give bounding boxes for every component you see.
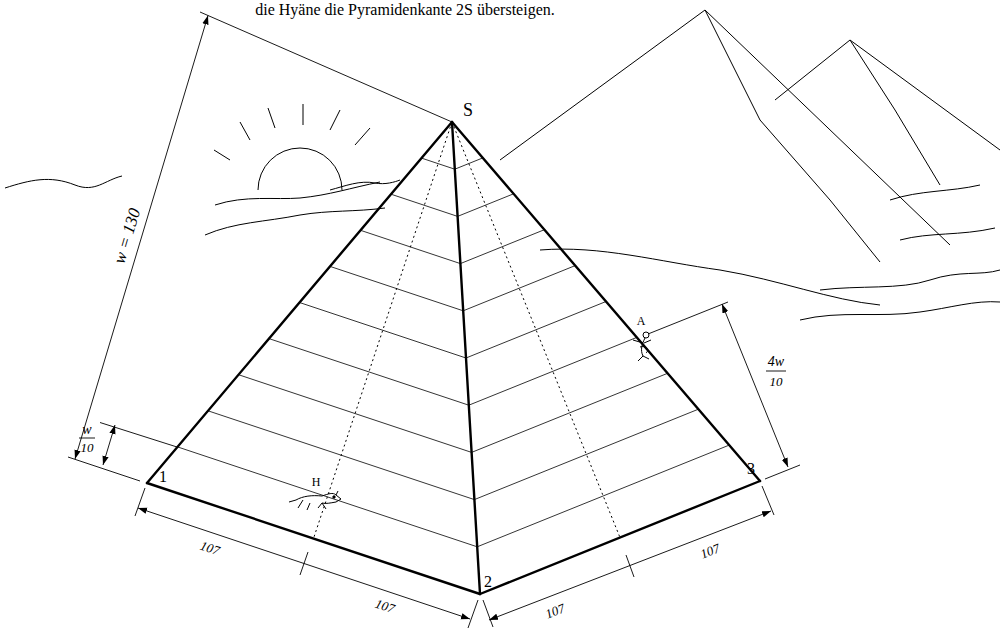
figure-label: A	[636, 315, 647, 327]
dimension-label: 107	[699, 541, 722, 560]
vertex-label: 1	[159, 469, 167, 485]
wave	[890, 185, 980, 200]
edge	[147, 483, 480, 594]
extension-line	[100, 423, 177, 448]
course-line	[239, 375, 472, 453]
course-line	[422, 158, 455, 169]
stone-courses	[178, 158, 730, 547]
dimension-line	[722, 304, 788, 467]
extension-line	[200, 12, 452, 122]
course-line	[469, 337, 637, 405]
course-line	[474, 409, 698, 499]
course-line	[458, 194, 514, 217]
extension-line	[648, 302, 728, 334]
extension-line	[468, 600, 478, 628]
extension-line	[762, 486, 774, 515]
edge	[147, 122, 452, 483]
dimension-label: w = 130	[111, 206, 144, 265]
extension-line	[135, 488, 145, 516]
dimension-label: 107	[199, 539, 222, 557]
course-line	[460, 230, 544, 264]
caption-fragment: die Hyäne die Pyramidenkante 2S überstei…	[255, 2, 554, 18]
climber-head	[643, 332, 649, 338]
course-line	[472, 373, 668, 452]
apothem-lines	[314, 122, 621, 539]
vertex-label: 2	[484, 574, 492, 590]
apothem	[314, 122, 453, 539]
dimensions	[68, 12, 800, 628]
dimension-label: 107	[374, 597, 397, 615]
dimension-numerator: w	[82, 423, 91, 437]
dimension-tick	[300, 552, 308, 575]
edge	[452, 122, 480, 594]
fraction-bar	[766, 371, 786, 372]
dimension-line	[138, 508, 470, 619]
cloud	[5, 176, 122, 188]
dimension-line	[103, 425, 115, 465]
dimension-tick	[626, 555, 634, 577]
course-line	[455, 158, 483, 169]
vertex-label: S	[463, 101, 473, 119]
mountain-ridge	[850, 40, 940, 185]
fraction-bar	[79, 438, 95, 439]
sun	[258, 148, 342, 190]
vertex-label: 3	[747, 461, 755, 477]
wave	[820, 270, 1000, 290]
extension-line	[483, 600, 493, 627]
climber	[633, 338, 651, 361]
mountain	[500, 10, 950, 245]
wave	[900, 228, 995, 240]
hyena	[289, 491, 341, 510]
hyena-eye	[333, 496, 335, 498]
cloud	[330, 180, 400, 190]
dimension-numerator: 4w	[768, 355, 784, 369]
sun-rays	[214, 104, 370, 160]
landscape	[5, 10, 1000, 320]
mountain	[775, 40, 1000, 150]
mountain-ridge	[705, 10, 880, 262]
apothem	[452, 122, 620, 538]
course-line	[466, 302, 606, 359]
wave	[800, 302, 1000, 320]
extension-line	[765, 465, 800, 479]
edge	[452, 122, 760, 481]
course-line	[463, 266, 575, 311]
dimension-label: 107	[544, 601, 567, 620]
figure-label: H	[311, 476, 322, 488]
dimension-line	[75, 16, 208, 460]
hyena-figure	[289, 491, 341, 510]
dimension-line	[489, 511, 771, 620]
dimension-denominator: 10	[81, 441, 94, 454]
course-line	[300, 303, 467, 359]
cloud	[215, 182, 380, 205]
course-line	[391, 194, 458, 216]
wave	[540, 249, 880, 305]
cloud	[205, 208, 385, 235]
pyramid-edges	[147, 122, 760, 594]
climber-figure	[633, 332, 651, 361]
dimension-denominator: 10	[770, 375, 783, 388]
course-line	[477, 445, 729, 547]
edge	[480, 481, 760, 594]
